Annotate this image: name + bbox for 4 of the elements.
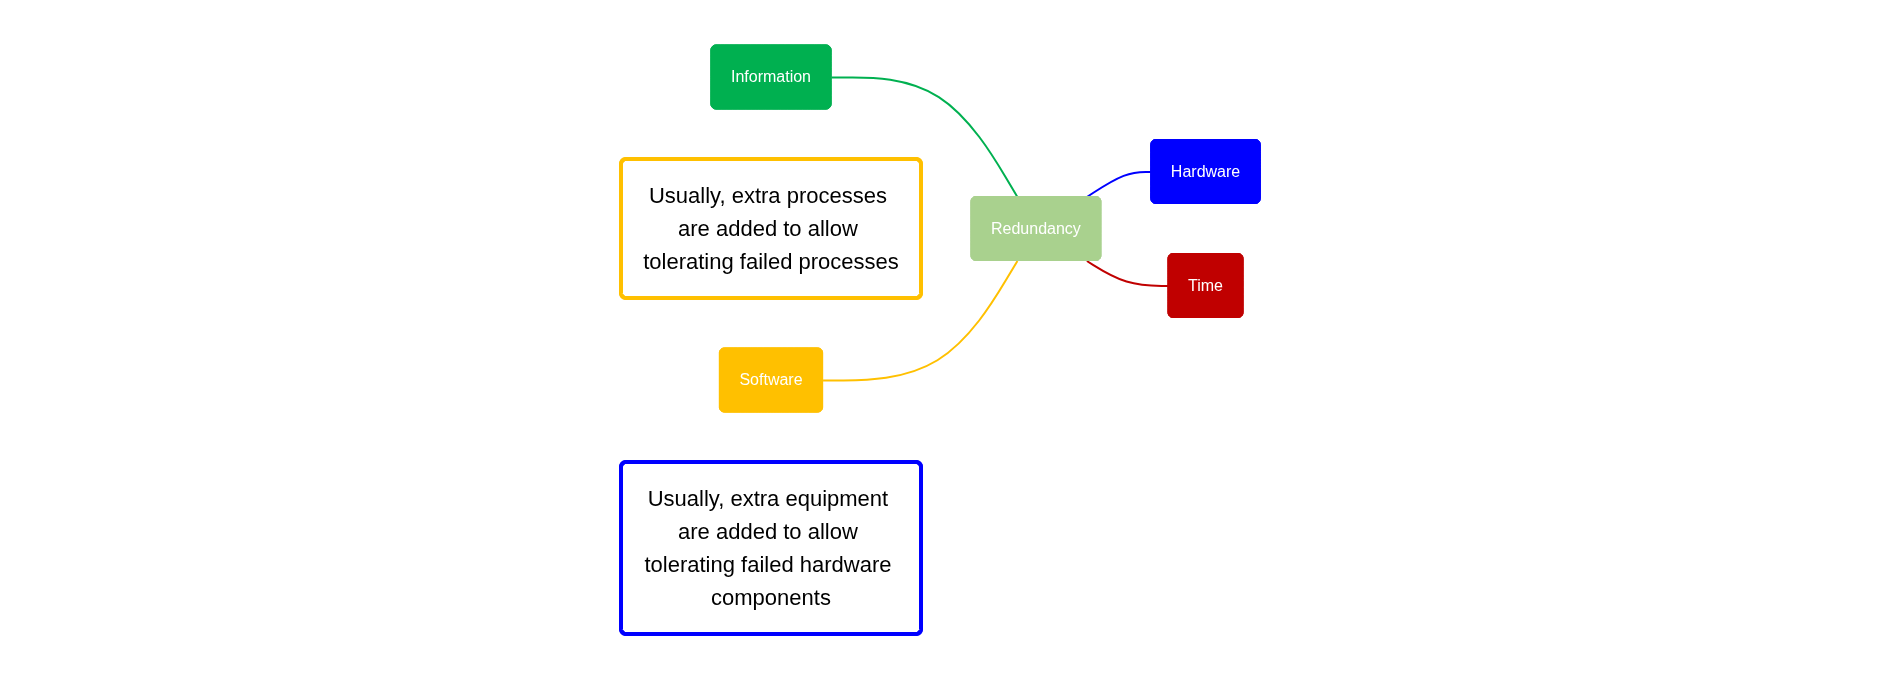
connector: [830, 75, 1019, 198]
node-text: Usually, extra processes are added to allow tolerating failed processes: [643, 182, 899, 274]
connector: [821, 259, 1019, 381]
node-text: Usually, extra equipment are added to allow tolerating failed hardware components: [644, 485, 892, 610]
